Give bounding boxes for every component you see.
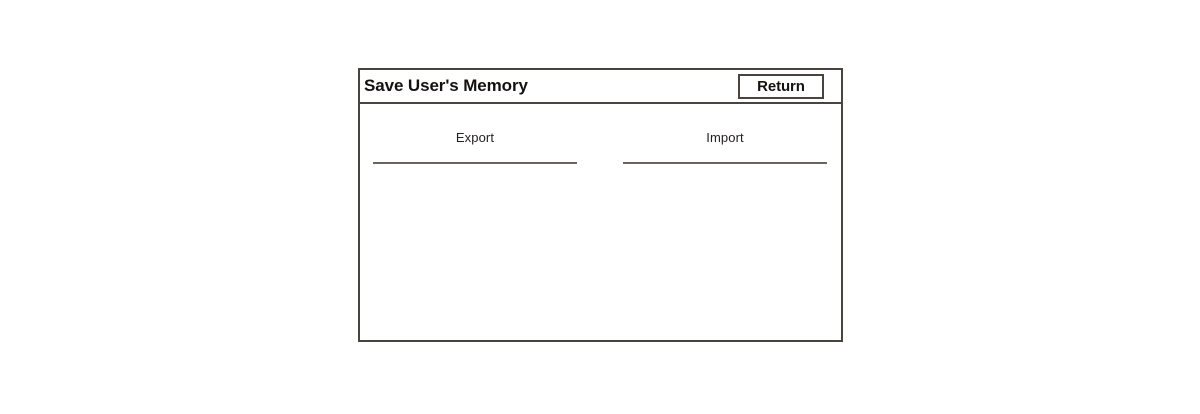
tab-export[interactable]: Export bbox=[373, 130, 577, 164]
tab-import[interactable]: Import bbox=[623, 130, 827, 164]
tab-import-label: Import bbox=[706, 130, 744, 145]
save-user-memory-dialog: Save User's Memory Return Export Import bbox=[358, 68, 843, 342]
page-title: Save User's Memory bbox=[364, 76, 528, 95]
tab-export-label: Export bbox=[455, 130, 495, 145]
content-area bbox=[360, 194, 841, 340]
tab-bar: Export Import bbox=[360, 104, 841, 194]
return-button[interactable]: Return bbox=[738, 74, 824, 99]
return-button-label: Return bbox=[757, 78, 805, 95]
dialog-body: Export Import bbox=[360, 104, 841, 340]
dialog-header: Save User's Memory Return bbox=[360, 70, 841, 104]
